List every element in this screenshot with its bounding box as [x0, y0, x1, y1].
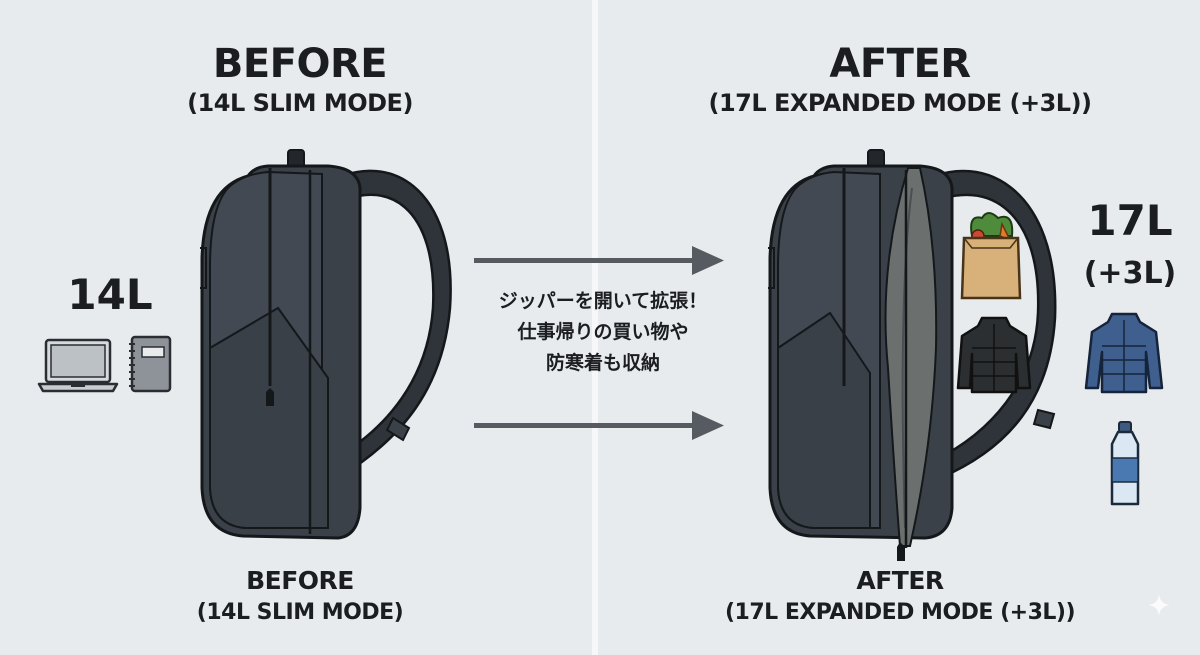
before-caption-subtitle: (14L SLIM MODE)	[196, 600, 404, 625]
lower-arrow-icon	[474, 411, 724, 440]
description-line-2: 仕事帰りの買い物や	[517, 321, 689, 343]
after-caption-subtitle: (17L EXPANDED MODE (+3L))	[724, 600, 1076, 625]
upper-arrow-icon	[474, 246, 724, 275]
arrows-graphic	[474, 246, 724, 440]
panel-divider	[592, 0, 598, 655]
before-backpack-illustration	[200, 149, 452, 540]
before-caption-title: BEFORE	[246, 566, 354, 595]
before-title: BEFORE	[212, 41, 388, 87]
expand-description: ジッパーを開いて拡張！ 仕事帰りの買い物や 防寒着も収納	[468, 286, 738, 379]
black-puffer-jacket-icon	[956, 316, 1032, 394]
after-subtitle: (17L EXPANDED MODE (+3L))	[708, 89, 1092, 117]
description-line-3: 防寒着も収納	[545, 352, 660, 374]
blue-puffer-jacket-icon	[1084, 312, 1164, 394]
after-caption-title: AFTER	[856, 566, 944, 595]
laptop-icon	[37, 338, 119, 393]
description-line-1: ジッパーを開いて拡張！	[498, 290, 708, 312]
after-capacity-extra: (+3L)	[1083, 256, 1177, 291]
before-subtitle: (14L SLIM MODE)	[187, 89, 413, 117]
after-title: AFTER	[829, 41, 971, 87]
notebook-icon	[129, 335, 172, 393]
after-backpack-illustration	[768, 149, 1057, 561]
after-capacity-label: 17L	[1087, 196, 1173, 245]
sparkle-icon	[1148, 594, 1170, 616]
grocery-bag-icon	[960, 212, 1022, 300]
water-bottle-icon	[1110, 421, 1140, 506]
before-capacity-label: 14L	[67, 270, 153, 319]
